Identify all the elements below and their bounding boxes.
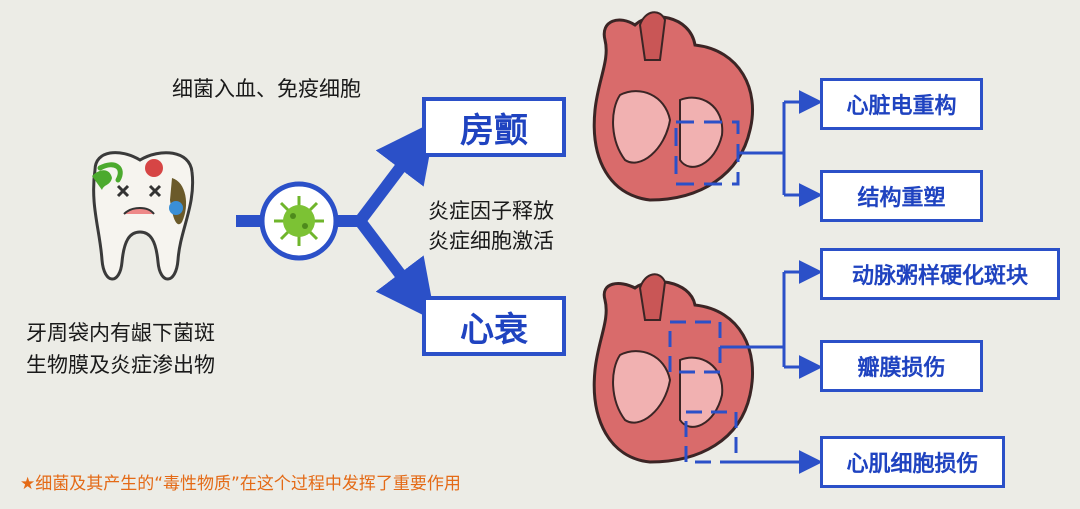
atrial-fibrillation-box: 房颤 xyxy=(422,97,566,157)
tooth-caption-1: 牙周袋内有龈下菌斑 xyxy=(26,321,215,345)
footnote: ★细菌及其产生的“毒性物质”在这个过程中发挥了重要作用 xyxy=(20,474,461,494)
heart-icon xyxy=(592,11,755,202)
tooth-caption-2: 生物膜及炎症渗出物 xyxy=(26,353,215,377)
pathway-caption-middle-2: 炎症细胞激活 xyxy=(428,229,554,253)
heart-icon xyxy=(592,273,755,464)
pathway-caption-top: 细菌入血、免疫细胞 xyxy=(172,77,361,101)
outcome-valve-damage: 瓣膜损伤 xyxy=(820,340,983,392)
heart-failure-box: 心衰 xyxy=(422,296,566,356)
pathway-caption-middle-1: 炎症因子释放 xyxy=(428,199,554,223)
tooth-icon xyxy=(92,151,195,281)
outcome-atherosclerotic-plaque: 动脉粥样硬化斑块 xyxy=(820,248,1060,300)
outcome-electrical-remodeling: 心脏电重构 xyxy=(820,78,983,130)
virus-icon xyxy=(259,181,339,261)
outcome-myocyte-damage: 心肌细胞损伤 xyxy=(820,436,1005,488)
outcome-structural-remodeling: 结构重塑 xyxy=(820,170,983,222)
